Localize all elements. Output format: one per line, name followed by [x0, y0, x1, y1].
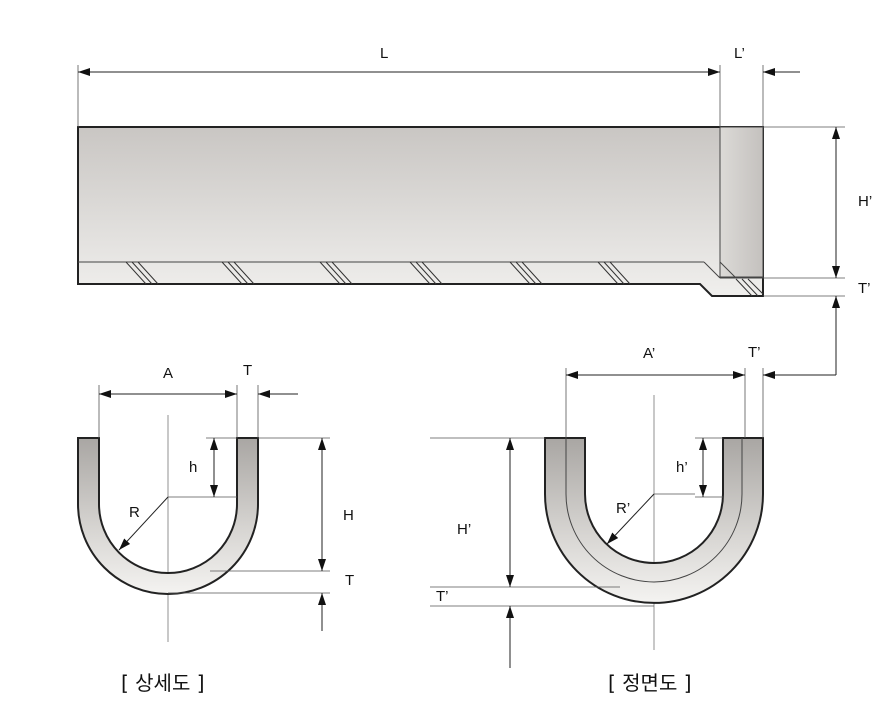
- dimension-h: h: [189, 437, 237, 498]
- dimension-R: R: [118, 496, 206, 551]
- dimension-L-prime: L’: [734, 45, 800, 76]
- label-H-prime-front: H’: [457, 521, 471, 538]
- joint-hatching: [125, 261, 764, 297]
- label-A: A: [163, 365, 173, 382]
- dimension-T-bottom: T: [318, 572, 354, 631]
- dimension-H: H: [168, 437, 354, 594]
- label-T-prime-side: T’: [858, 280, 871, 297]
- front-inner-line: [565, 438, 743, 583]
- front-u-section: [544, 437, 764, 604]
- label-H: H: [343, 507, 354, 524]
- trough-end-cap: [719, 126, 764, 278]
- trough-body: [77, 126, 764, 297]
- label-T-prime-top: T’: [748, 344, 761, 361]
- dimension-T-prime-top: T’: [748, 344, 836, 379]
- label-R-prime: R’: [616, 500, 630, 517]
- label-R: R: [129, 504, 140, 521]
- caption-detail: [ 상세도 ]: [121, 671, 205, 695]
- label-T-prime-front: T’: [436, 588, 449, 605]
- dimension-A: A: [98, 365, 259, 438]
- detail-view: A T h R H T: [77, 362, 354, 695]
- front-view: A’ T’ h’ R’ H’ T’: [430, 344, 836, 695]
- dimension-R-prime: R’: [606, 493, 695, 545]
- dimension-H-prime-side: H’: [763, 126, 872, 297]
- caption-front: [ 정면도 ]: [608, 671, 692, 695]
- dimension-H-prime-front: H’: [430, 437, 654, 607]
- dimension-T-top: T: [243, 362, 298, 398]
- label-h-prime: h’: [676, 459, 688, 476]
- label-A-prime: A’: [643, 345, 655, 362]
- label-L-prime: L’: [734, 45, 745, 62]
- label-h: h: [189, 459, 197, 476]
- dimension-A-prime: A’: [565, 345, 764, 438]
- dimension-T-prime-side: T’: [832, 280, 871, 375]
- label-T-top: T: [243, 362, 252, 379]
- dimension-L: L: [77, 45, 764, 127]
- side-view: L L’ H’ T’: [77, 45, 872, 375]
- dimension-h-prime: h’: [676, 437, 723, 498]
- label-H-prime-side: H’: [858, 193, 872, 210]
- detail-u-section: [77, 437, 259, 595]
- label-T-bottom: T: [345, 572, 354, 589]
- dimension-T-prime-front: T’: [436, 588, 514, 668]
- label-L: L: [380, 45, 388, 62]
